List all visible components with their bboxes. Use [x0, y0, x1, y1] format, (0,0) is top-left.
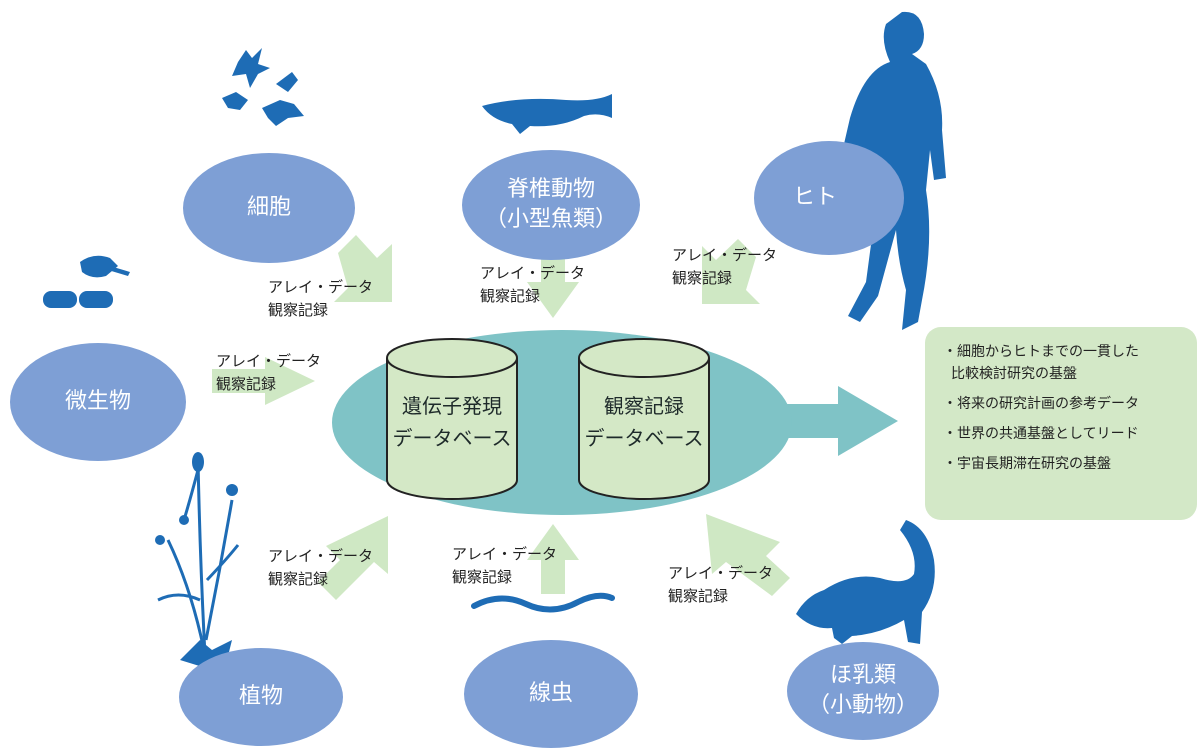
arrow-fish-to-hub [527, 250, 579, 318]
outcome-item: ・世界の共通基盤としてリード [943, 426, 1139, 442]
vertebrate-node-sublabel: （小型魚類） [484, 207, 617, 232]
flow-label-vertebrate: アレイ・データ観察記録 [480, 264, 586, 305]
observation-database-label: 観察記録 データベース [584, 394, 704, 450]
arrow-cell-to-hub [334, 235, 392, 302]
arrow-nematode-to-hub [527, 524, 579, 594]
microbe-node-label: 微生物 [64, 389, 131, 414]
outcomes-box: ・細胞からヒトまでの一貫した 比較検討研究の基盤 ・将来の研究計画の参考データ … [925, 327, 1197, 520]
cell-silhouette-icon [222, 48, 304, 126]
outcome-item: ・宇宙長期滞在研究の基盤 [943, 456, 1111, 472]
human-node-label: ヒト [792, 185, 837, 210]
plant-silhouette-icon [157, 459, 240, 656]
flow-label-cell: アレイ・データ観察記録 [268, 278, 374, 319]
flow-label-nematode: アレイ・データ観察記録 [452, 545, 558, 586]
rat-silhouette-icon [796, 520, 935, 644]
plant-node-label: 植物 [238, 684, 283, 709]
nematode-silhouette-icon [471, 592, 615, 613]
outcome-item: ・将来の研究計画の参考データ [943, 396, 1139, 412]
gene-expression-database: 遺伝子発現 データベース [386, 338, 518, 500]
gene-expression-database-label: 遺伝子発現 データベース [392, 394, 512, 450]
vertebrate-node: 脊椎動物 （小型魚類） [462, 150, 640, 260]
flow-label-human: アレイ・データ観察記録 [672, 246, 778, 287]
arrow-microbe-to-hub [212, 357, 315, 405]
nematode-node-label: 線虫 [528, 681, 573, 706]
mammal-node-sublabel: （小動物） [807, 693, 918, 718]
microbe-node: 微生物 [10, 343, 186, 461]
flow-label-microbe: アレイ・データ観察記録 [216, 352, 322, 393]
mammal-node-label: ほ乳類 [829, 663, 896, 688]
arrow-human-to-hub [702, 239, 760, 304]
vertebrate-node-label: 脊椎動物 [506, 177, 595, 202]
outcomes-list: ・細胞からヒトまでの一貫した 比較検討研究の基盤 ・将来の研究計画の参考データ … [925, 327, 1197, 475]
cell-node: 細胞 [183, 153, 355, 263]
arrow-plant-to-hub [318, 516, 388, 600]
microbe-silhouette-icon [43, 255, 130, 308]
nematode-node: 線虫 [464, 640, 638, 748]
human-node: ヒト [754, 141, 904, 255]
mammal-node: ほ乳類 （小動物） [787, 642, 939, 740]
cell-node-label: 細胞 [246, 195, 291, 220]
plant-node: 植物 [179, 648, 343, 746]
outcome-item: ・細胞からヒトまでの一貫した 比較検討研究の基盤 [943, 344, 1139, 382]
arrow-mammal-to-hub [706, 514, 790, 596]
observation-database: 観察記録 データベース [578, 338, 710, 500]
cylinder-icon [386, 338, 518, 500]
flow-label-mammal: アレイ・データ観察記録 [668, 564, 774, 605]
fish-silhouette-icon [482, 94, 612, 134]
output-arrow [775, 386, 898, 456]
cylinder-icon [578, 338, 710, 500]
flow-label-plant: アレイ・データ観察記録 [268, 547, 374, 588]
